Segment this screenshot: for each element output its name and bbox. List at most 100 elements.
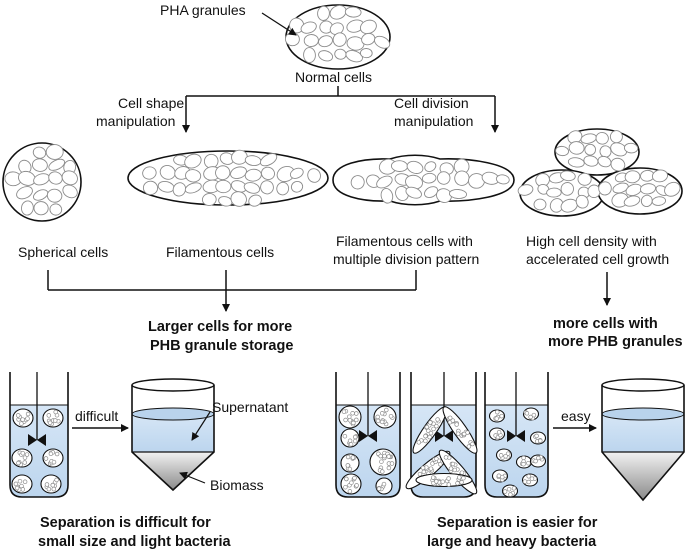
spherical-cells-label: Spherical cells [18, 244, 108, 260]
more-cells-label-line2: more PHB granules [548, 334, 683, 350]
pha-granule [375, 414, 380, 420]
bioreactor-spherical [335, 372, 401, 498]
pha-granule [142, 180, 159, 196]
pha-granule [435, 417, 440, 422]
filamentous-cell [415, 472, 473, 488]
pha-granule [560, 182, 574, 196]
pha-granule [526, 479, 531, 485]
pha-granule [508, 492, 513, 497]
pha-granule [61, 170, 78, 186]
separation-easier-line2: large and heavy bacteria [427, 534, 597, 550]
pha-granule [345, 463, 351, 468]
pha-granule [424, 424, 430, 430]
pha-granule [54, 451, 60, 457]
pha-granule [506, 486, 512, 492]
pha-granule [388, 413, 394, 419]
pha-granule [595, 132, 609, 145]
pha-granule [521, 461, 526, 467]
supernatant-pointer [191, 411, 211, 441]
pha-granules-pointer [261, 12, 297, 36]
pha-granule [524, 411, 530, 416]
pha-granule [536, 455, 541, 461]
pha-granule [568, 141, 585, 155]
pha-granule [428, 466, 434, 471]
pha-granule [623, 195, 641, 207]
cell-shape-label-line1: Cell shape [118, 95, 184, 111]
high-density-label-line2: accelerated cell growth [526, 251, 669, 267]
pha-granule [446, 476, 451, 481]
filamentous-cell [412, 406, 448, 454]
pha-granule [374, 35, 391, 49]
pha-granule [345, 50, 363, 63]
impeller-icon [435, 430, 453, 442]
pha-granule [434, 479, 439, 484]
pha-granule [346, 36, 365, 51]
pha-granule [511, 486, 517, 491]
pha-granule [351, 420, 356, 426]
pha-granule [25, 416, 30, 421]
pha-granule [517, 184, 534, 196]
pha-granule [610, 142, 628, 157]
pha-granule [31, 158, 48, 172]
pha-granule [378, 453, 383, 459]
pha-granule [575, 194, 589, 209]
pha-granule [459, 480, 464, 485]
pha-granule [567, 157, 585, 168]
pha-granule [375, 418, 381, 424]
pha-granule [452, 467, 458, 473]
high-density-label-line1: High cell density with [526, 233, 657, 249]
pha-granule [48, 451, 54, 457]
pha-granule [248, 194, 262, 207]
pha-granule [382, 453, 387, 459]
biomass-pointer [179, 471, 206, 484]
pha-granule [424, 186, 439, 198]
pha-granule [381, 481, 387, 487]
pha-granule [443, 455, 449, 460]
pha-granule [43, 456, 49, 461]
pha-granule [430, 475, 436, 480]
pha-granule [16, 186, 33, 200]
pha-granule [230, 191, 247, 207]
pha-granule [352, 475, 357, 481]
pha-granule [46, 486, 52, 492]
pha-granule [318, 50, 334, 62]
more-cells-label-line1: more cells with [553, 316, 658, 332]
pha-granule [531, 412, 537, 418]
pha-granule [538, 438, 543, 444]
pha-granule [350, 411, 355, 416]
pha-granule [243, 182, 261, 194]
pha-granule [423, 433, 428, 439]
pha-granule [416, 440, 422, 445]
pha-granule [623, 142, 639, 154]
impeller-icon [359, 430, 377, 442]
pha-granule [528, 414, 533, 420]
pha-granule [427, 434, 432, 440]
pha-granule [48, 158, 66, 171]
pha-granule [651, 169, 669, 183]
biomass-label: Biomass [210, 477, 264, 493]
pha-granule [555, 145, 570, 157]
pha-granule [33, 201, 49, 216]
pha-granule [215, 165, 231, 181]
pha-granule [583, 155, 599, 167]
pha-granule [406, 160, 424, 174]
pha-granule [15, 413, 21, 418]
pha-granule [303, 34, 319, 47]
larger-cells-label-line1: Larger cells for more [148, 319, 292, 335]
pha-granule [417, 471, 423, 477]
pha-granule [354, 411, 359, 416]
pha-granule [344, 6, 362, 18]
pha-granule [54, 477, 59, 483]
pha-granule [201, 193, 217, 206]
pha-granule [499, 413, 504, 419]
pha-granule [13, 481, 19, 487]
bioreactor-high-density [484, 372, 549, 498]
pha-granule [14, 485, 20, 491]
pha-granule [496, 429, 502, 435]
pha-granules-label: PHA granules [160, 2, 246, 18]
pha-granule [361, 32, 376, 46]
separation-difficult-line1: Separation is difficult for [40, 515, 211, 531]
pha-granule [344, 476, 349, 482]
filamentous-cell [127, 149, 329, 207]
